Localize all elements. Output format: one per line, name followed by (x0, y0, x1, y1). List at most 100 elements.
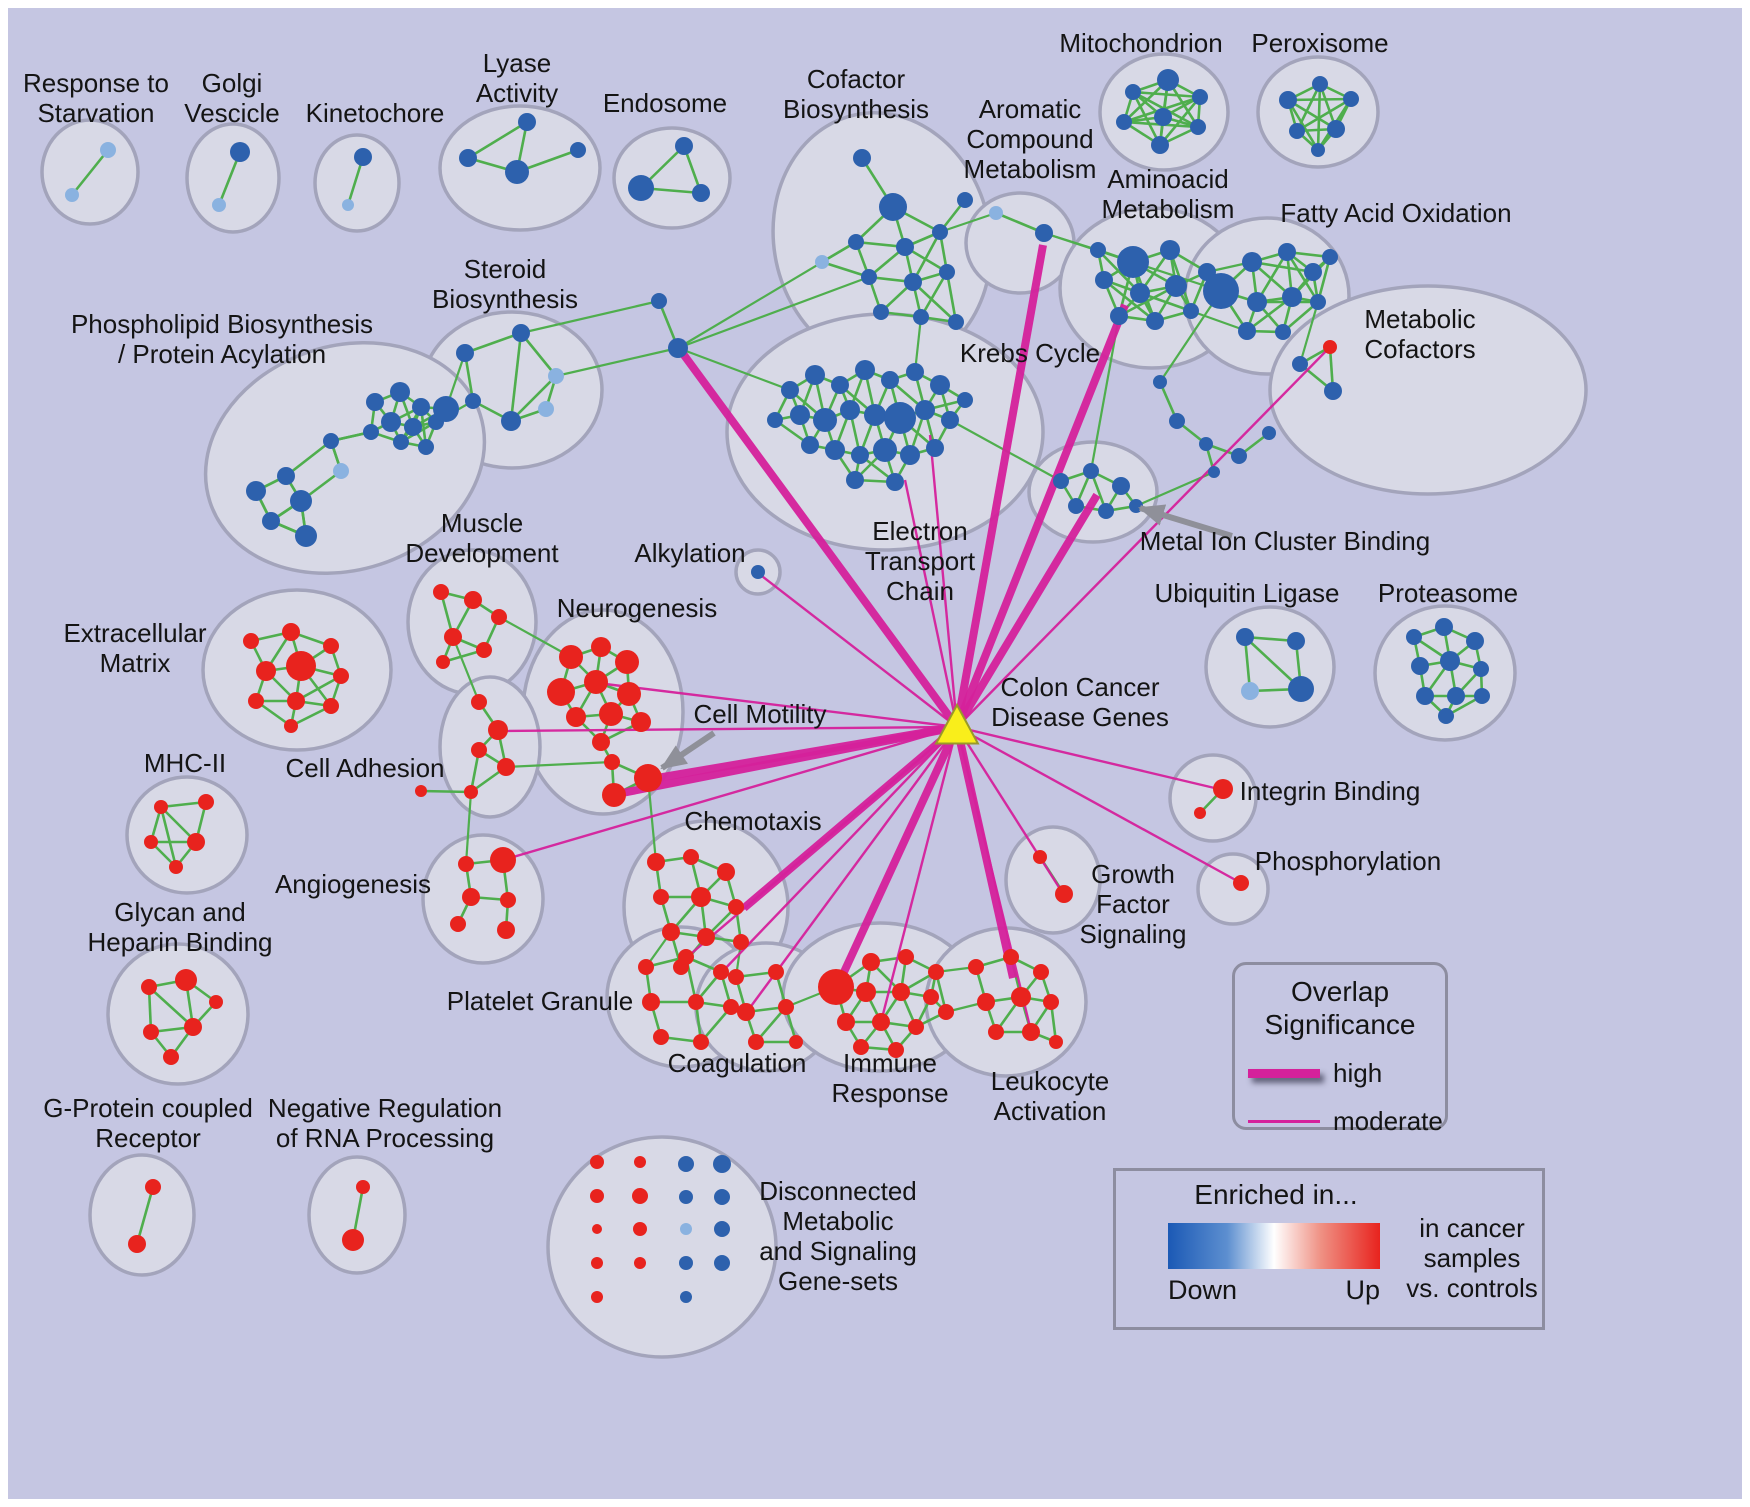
gene-set-node (476, 642, 492, 658)
inter-cluster-edge (677, 346, 791, 392)
gene-set-node (163, 1049, 179, 1065)
high-significance-label: high (1333, 1058, 1383, 1088)
overlap-edge-moderate (956, 346, 1331, 728)
gene-set-node (898, 949, 914, 965)
gene-set-node (512, 324, 530, 342)
gene-set-node (1411, 657, 1429, 675)
gene-set-node (1183, 303, 1199, 319)
label-krebs-cycle: Krebs Cycle (960, 338, 1100, 368)
gene-set-edge (159, 806, 178, 868)
gene-set-node (444, 628, 462, 646)
high-significance-row: high (1235, 1058, 1445, 1089)
gene-set-node (262, 512, 280, 530)
cluster-metabolic-cofactors (1268, 284, 1588, 496)
gene-set-node (1416, 687, 1434, 705)
gene-set-node (861, 269, 877, 285)
gene-set-node (1213, 779, 1233, 799)
gene-set-node (323, 638, 339, 654)
gene-set-node (286, 651, 316, 681)
cluster-endosome (612, 126, 732, 230)
gene-set-node (856, 982, 876, 1002)
gene-set-edge (467, 120, 528, 160)
gene-set-node (813, 408, 837, 432)
gene-set-edge (1287, 98, 1337, 131)
gene-set-node (209, 995, 223, 1009)
gene-set-node (415, 785, 427, 797)
gene-set-node (1323, 340, 1337, 354)
gene-set-edge (911, 231, 942, 283)
gene-set-node (230, 142, 250, 162)
gene-set-node (1053, 473, 1069, 489)
inter-cluster-edge (520, 299, 660, 335)
gene-set-node (363, 424, 379, 440)
label-peroxisome: Peroxisome (1251, 28, 1388, 58)
gene-set-node (693, 1034, 709, 1050)
gene-set-node (748, 1034, 764, 1050)
gene-set-node (393, 434, 409, 450)
gene-set-node (187, 833, 205, 851)
gene-set-node (723, 999, 739, 1015)
gene-set-node (342, 199, 354, 211)
gene-set-node (881, 371, 899, 389)
gene-set-node (688, 994, 704, 1010)
gene-set-node (683, 849, 699, 865)
gene-set-node (497, 758, 515, 776)
gene-set-node (1160, 240, 1180, 260)
gene-set-node (1311, 143, 1325, 157)
gene-set-node (1324, 382, 1342, 400)
label-coagulation: Coagulation (668, 1048, 807, 1078)
gene-set-node (128, 1235, 146, 1253)
cluster-disconnected-gene-sets (546, 1135, 778, 1359)
gene-set-node (638, 959, 654, 975)
label-phospholipid-protein-acylation: Phospholipid Biosynthesis/ Protein Acyla… (71, 309, 373, 369)
inter-cluster-edge (677, 275, 870, 350)
label-cell-adhesion: Cell Adhesion (286, 753, 445, 783)
gene-set-node (212, 198, 226, 212)
overlap-edge-moderate (497, 725, 958, 733)
gene-set-node (930, 375, 950, 395)
gene-set-edge (1285, 251, 1320, 303)
gene-set-node (789, 1035, 803, 1049)
inter-cluster-edge (464, 791, 473, 865)
down-label: Down (1168, 1275, 1238, 1305)
inter-cluster-edge (555, 346, 679, 378)
gene-set-node (1288, 676, 1314, 702)
gene-set-node (465, 393, 481, 409)
cluster-cell-adhesion (438, 675, 542, 819)
gene-set-node (295, 525, 317, 547)
gene-set-edge (510, 375, 557, 422)
gene-set-node (908, 1019, 924, 1035)
overlap-edges-layer (497, 244, 1331, 1032)
gene-set-node (1343, 91, 1359, 107)
gene-set-edge (1243, 636, 1252, 692)
gene-set-node (713, 964, 729, 980)
gene-set-node (1236, 628, 1254, 646)
gene-set-node (846, 471, 864, 489)
gene-set-node (1068, 498, 1084, 514)
gene-set-node (728, 899, 744, 915)
gene-set-node (1083, 463, 1099, 479)
overlap-edge-moderate (502, 725, 958, 862)
label-cell-motility: Cell Motility (694, 699, 827, 729)
overlap-edge-moderate (757, 572, 958, 728)
gene-set-node (1262, 426, 1276, 440)
gene-set-node (433, 396, 459, 422)
pointer-arrow (660, 730, 716, 771)
gene-set-node (615, 650, 639, 674)
overlap-edge-moderate (928, 434, 959, 728)
gene-set-node (538, 401, 554, 417)
moderate-significance-row: moderate (1235, 1106, 1445, 1137)
gene-set-node (1241, 682, 1259, 700)
gene-set-node (333, 668, 349, 684)
overlap-edge-high (953, 492, 1101, 730)
label-angiogenesis: Angiogenesis (275, 869, 431, 899)
gene-set-node (717, 863, 735, 881)
